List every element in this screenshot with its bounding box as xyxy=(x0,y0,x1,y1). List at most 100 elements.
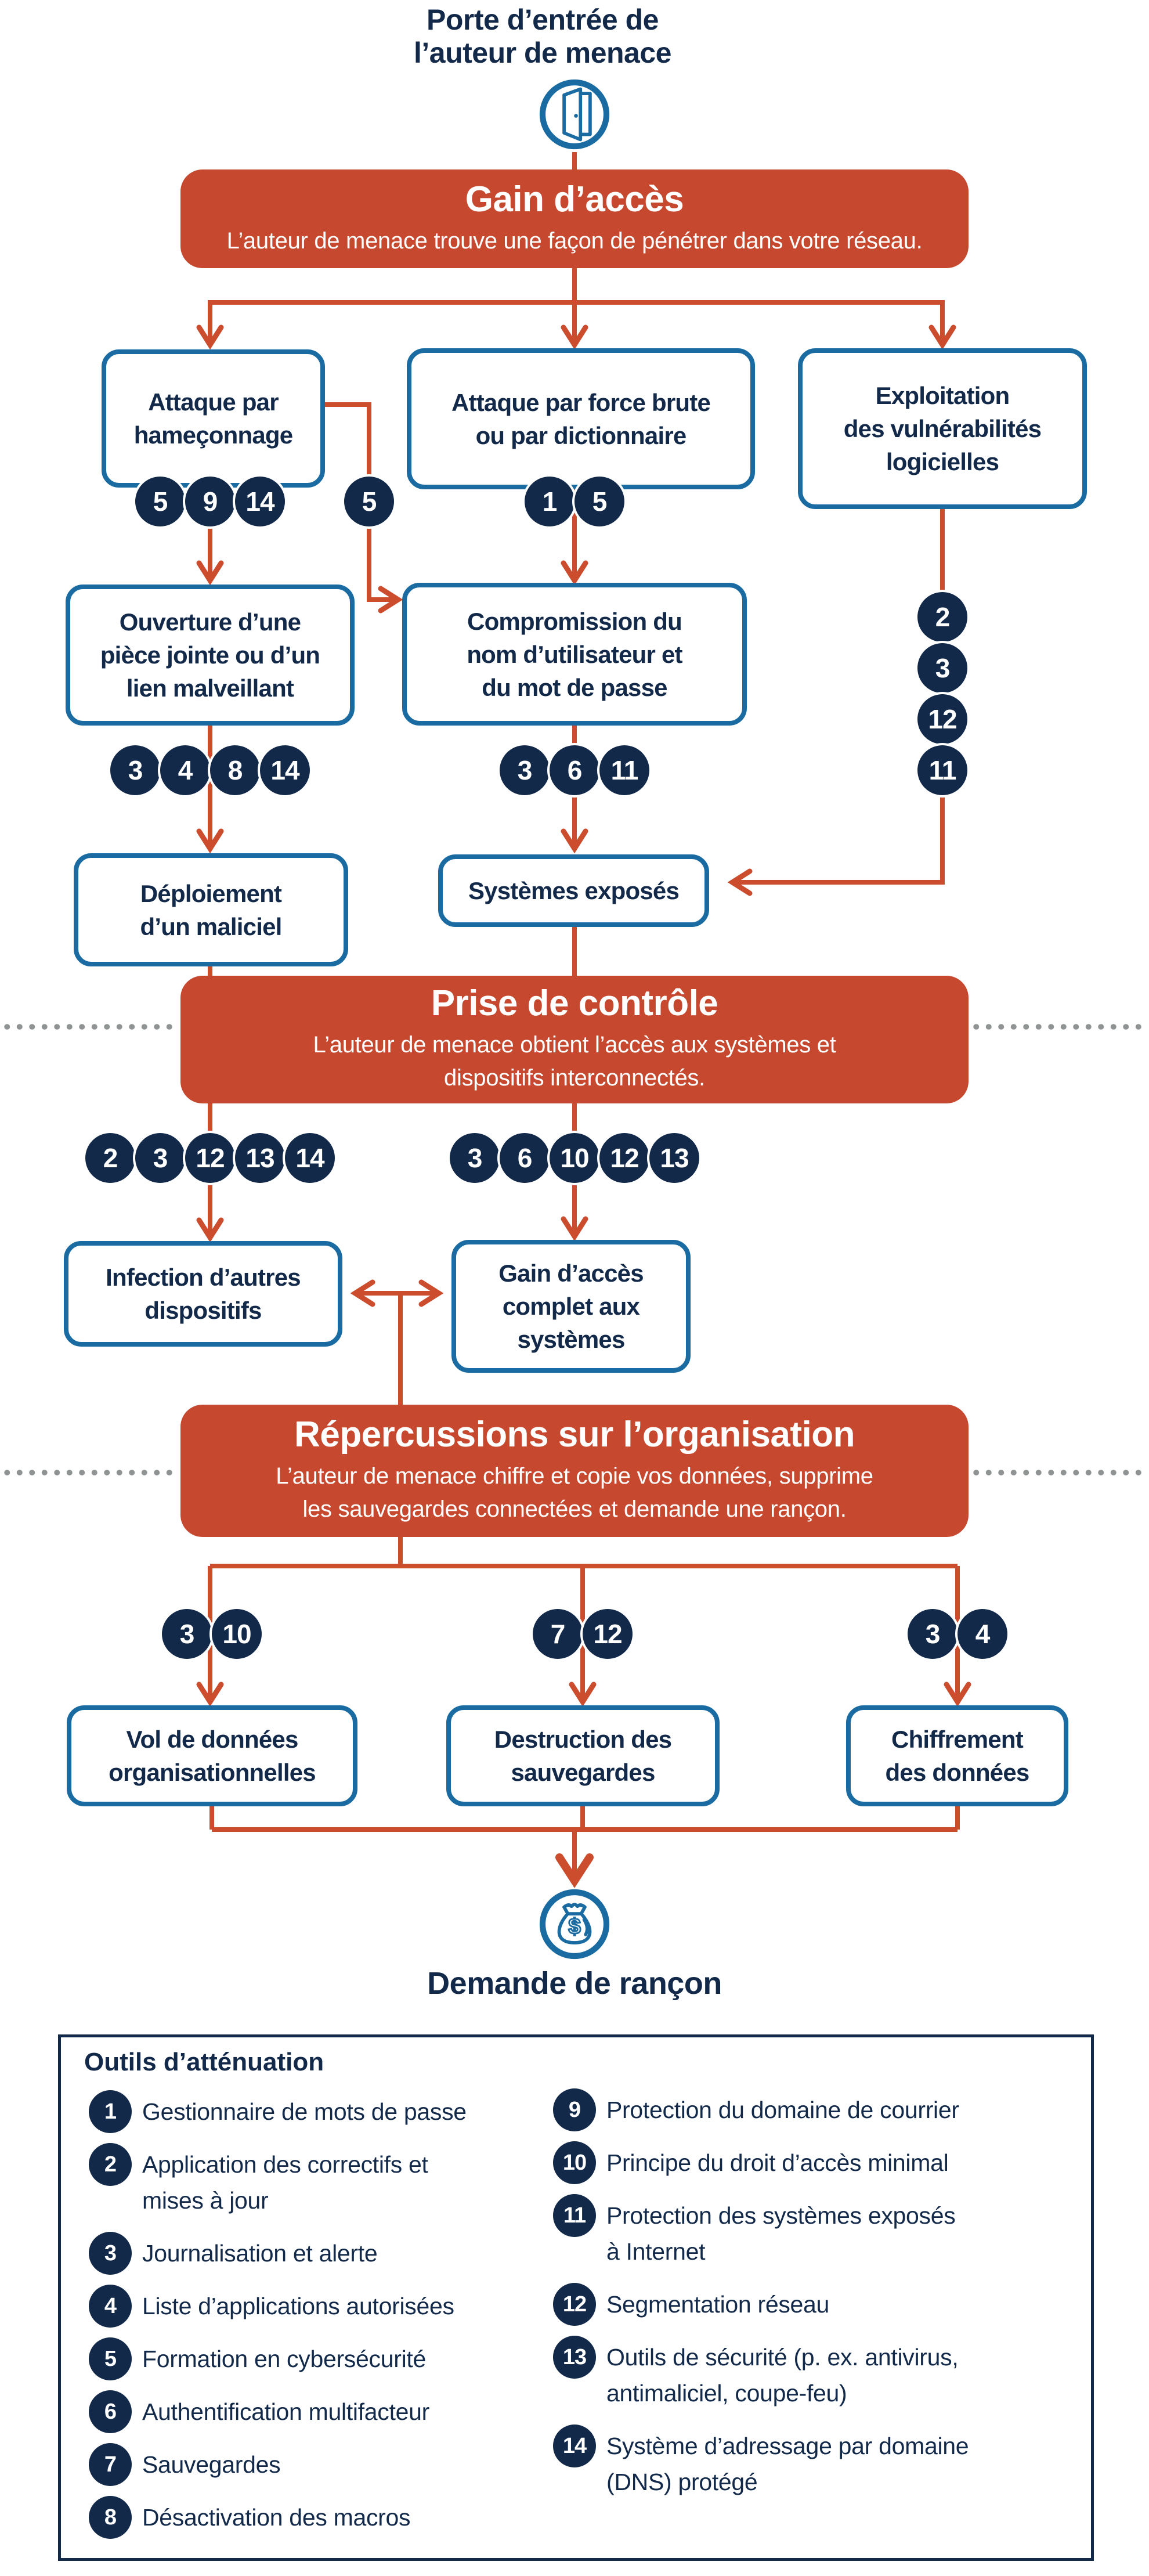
mitigation-badge-14: 14 xyxy=(235,477,285,526)
mitigation-badge-3: 3 xyxy=(135,1133,185,1183)
legend-badge-2: 2 xyxy=(89,2143,132,2186)
legend-title: Outils d’atténuation xyxy=(84,2048,324,2076)
banner-title: Prise de contrôle xyxy=(431,983,718,1023)
legend-badge-3: 3 xyxy=(89,2232,132,2275)
mitigation-badge-12: 12 xyxy=(185,1133,235,1183)
svg-text:$: $ xyxy=(568,1914,580,1939)
mitigation-badge-11: 11 xyxy=(917,745,967,795)
mitigation-badge-12: 12 xyxy=(917,694,967,744)
banner-title: Répercussions sur l’organisation xyxy=(294,1415,855,1455)
mitigation-badge-14: 14 xyxy=(285,1133,335,1183)
legend-item-12: Segmentation réseau xyxy=(606,2291,830,2318)
mitigation-badge-3: 3 xyxy=(162,1609,212,1659)
mitigation-badge-1: 1 xyxy=(525,477,574,526)
banner-subtitle: L’auteur de menace obtient l’accès aux s… xyxy=(313,1032,836,1091)
mitigation-badge-3: 3 xyxy=(908,1609,958,1659)
mitigation-badge-14: 14 xyxy=(260,745,310,795)
mitigation-badge-9: 9 xyxy=(185,477,235,526)
legend-item-14: Système d’adressage par domaine(DNS) pro… xyxy=(606,2433,969,2495)
mitigation-badge-3: 3 xyxy=(500,745,550,795)
legend-item-5: Formation en cybersécurité xyxy=(142,2346,426,2372)
legend-badge-10: 10 xyxy=(553,2141,596,2184)
door-icon xyxy=(537,77,612,154)
legend-badge-13: 13 xyxy=(553,2336,596,2379)
legend-item-13: Outils de sécurité (p. ex. antivirus,ant… xyxy=(606,2344,959,2407)
mitigation-badge-2: 2 xyxy=(85,1133,135,1183)
legend-badge-9: 9 xyxy=(553,2088,596,2131)
banner-title: Gain d’accès xyxy=(465,179,684,219)
legend-badge-8: 8 xyxy=(89,2496,132,2539)
mitigation-badge-3: 3 xyxy=(450,1133,500,1183)
mitigation-badge-7: 7 xyxy=(533,1609,583,1659)
legend-badge-4: 4 xyxy=(89,2285,132,2328)
money-bag-icon: $ xyxy=(537,1887,612,1964)
legend-badge-11: 11 xyxy=(553,2194,596,2237)
ransom-label: Demande de rançon xyxy=(427,1966,722,2001)
mitigation-badge-13: 13 xyxy=(649,1133,699,1183)
mitigation-badge-2: 2 xyxy=(917,592,967,642)
mitigation-badge-12: 12 xyxy=(599,1133,649,1183)
legend-item-1: Gestionnaire de mots de passe xyxy=(142,2098,467,2125)
legend-badge-6: 6 xyxy=(89,2390,132,2433)
mitigation-badge-4: 4 xyxy=(160,745,210,795)
mitigation-badge-3: 3 xyxy=(917,643,967,693)
mitigation-badge-6: 6 xyxy=(550,745,599,795)
legend-badge-5: 5 xyxy=(89,2337,132,2380)
legend-badge-12: 12 xyxy=(553,2283,596,2326)
mitigation-badge-4: 4 xyxy=(958,1609,1007,1659)
mitigation-badge-10: 10 xyxy=(550,1133,599,1183)
node-label: Systèmes exposés xyxy=(468,877,680,904)
mitigation-badge-8: 8 xyxy=(210,745,260,795)
page-title: Porte d’entrée de l’auteur de menace xyxy=(310,3,775,70)
legend-item-9: Protection du domaine de courrier xyxy=(606,2097,959,2123)
mitigation-badge-10: 10 xyxy=(212,1609,262,1659)
legend-item-4: Liste d’applications autorisées xyxy=(142,2293,454,2319)
page-title-line2: l’auteur de menace xyxy=(414,37,671,69)
mitigation-badge-5: 5 xyxy=(344,477,394,526)
legend-badge-7: 7 xyxy=(89,2443,132,2486)
legend-item-8: Désactivation des macros xyxy=(142,2504,411,2531)
banner-subtitle: L’auteur de menace chiffre et copie vos … xyxy=(276,1463,873,1522)
legend-item-6: Authentification multifacteur xyxy=(142,2398,429,2425)
mitigation-badge-5: 5 xyxy=(135,477,185,526)
page-title-line1: Porte d’entrée de xyxy=(427,3,659,36)
mitigation-badge-11: 11 xyxy=(599,745,649,795)
node-systemes-exposes: Systèmes exposés xyxy=(438,854,709,927)
legend-item-10: Principe du droit d’accès minimal xyxy=(606,2149,949,2176)
legend-badge-1: 1 xyxy=(89,2090,132,2133)
legend-item-3: Journalisation et alerte xyxy=(142,2240,378,2267)
mitigation-badge-3: 3 xyxy=(110,745,160,795)
mitigation-badge-5: 5 xyxy=(574,477,624,526)
mitigation-badge-12: 12 xyxy=(583,1609,633,1659)
legend-badge-14: 14 xyxy=(553,2425,596,2467)
mitigation-badge-6: 6 xyxy=(500,1133,550,1183)
mitigation-badge-13: 13 xyxy=(235,1133,285,1183)
